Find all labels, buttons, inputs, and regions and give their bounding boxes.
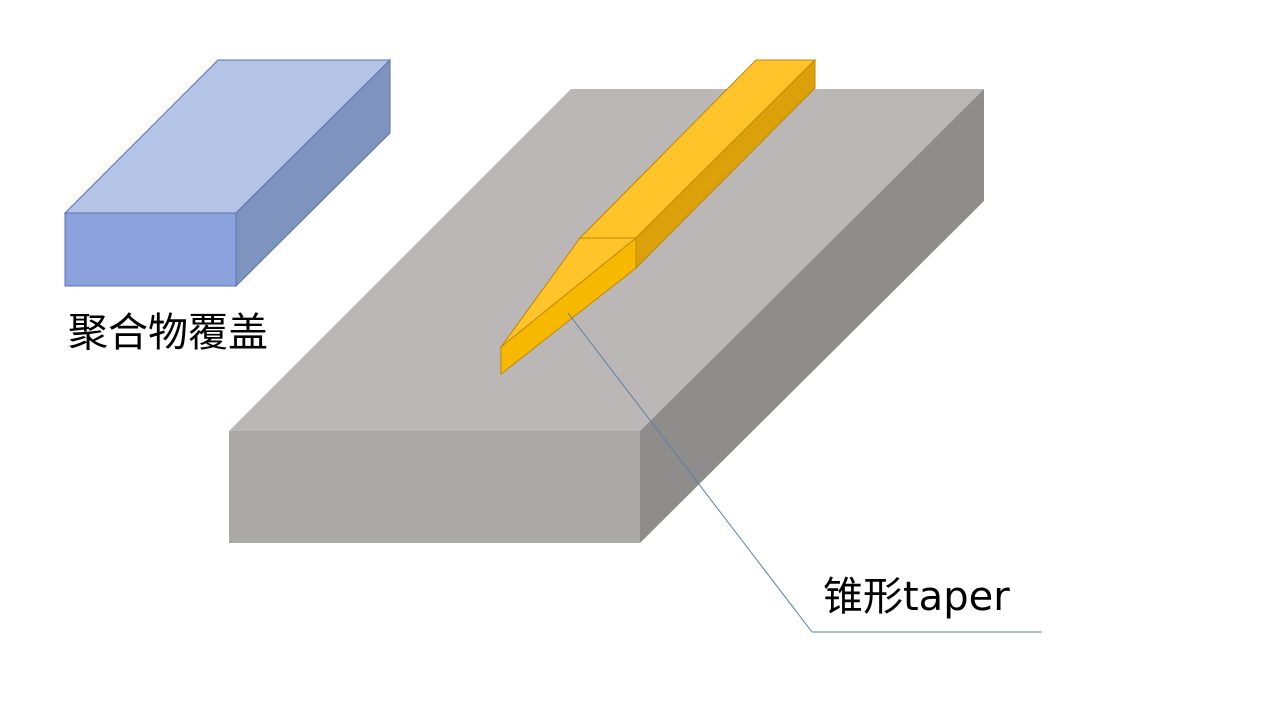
taper-front-face [500, 236, 637, 376]
taper-leader-line [567, 312, 1042, 633]
substrate-front-face [229, 431, 640, 543]
polymer-cover-label: 聚合物覆盖 [68, 310, 268, 356]
cover-side-face [235, 58, 391, 288]
taper-waveguide [500, 58, 817, 376]
substrate-side-face [640, 89, 984, 543]
taper-label: 锥形taper [823, 574, 1010, 620]
polymer-cover-block [63, 58, 392, 288]
cover-front-face [64, 212, 237, 287]
